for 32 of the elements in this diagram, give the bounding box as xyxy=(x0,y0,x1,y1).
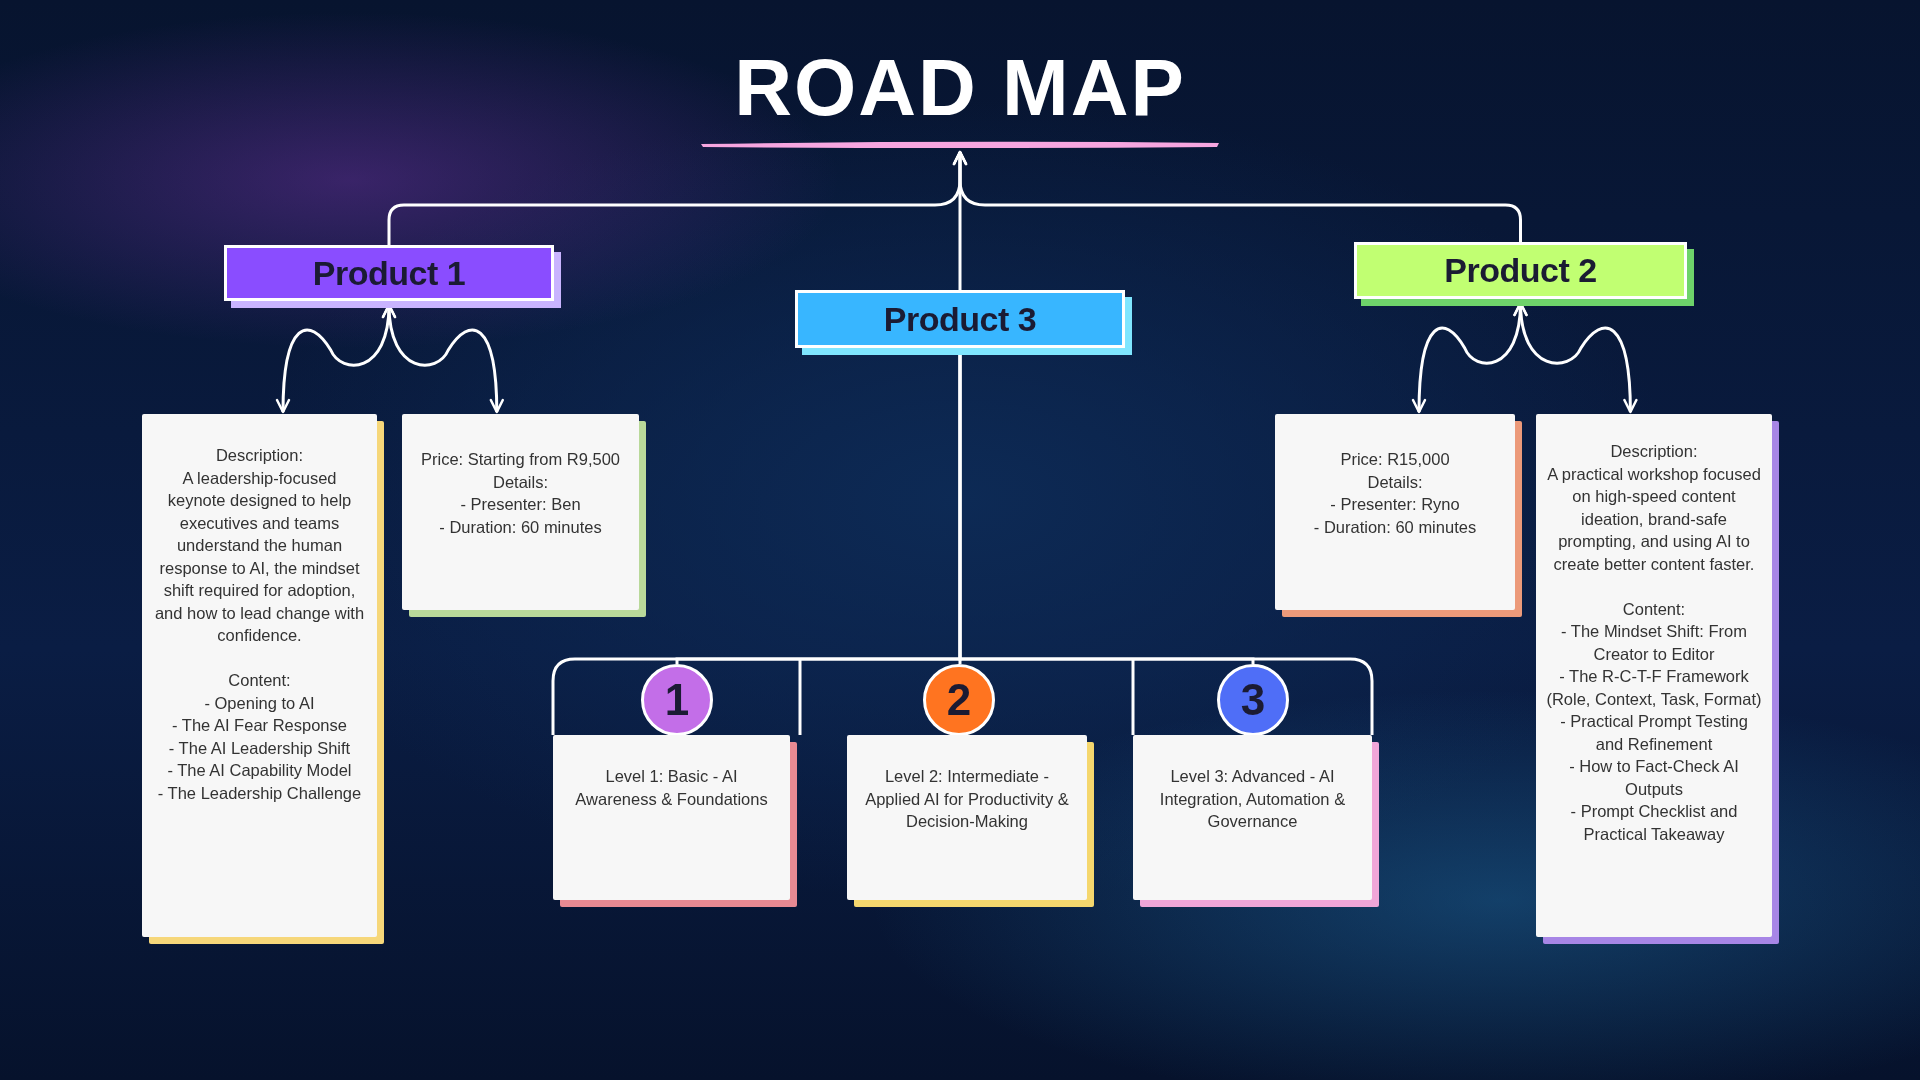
card-text: Price: Starting from R9,500 xyxy=(420,449,621,470)
card-text: Level 2: Intermediate - Applied AI for Productivity & Decision-Making xyxy=(864,766,1070,832)
card-text: - Practical Prompt Testing and Refinement xyxy=(1559,711,1749,755)
number-badge: 2 xyxy=(923,664,995,736)
title-text: ROAD MAP xyxy=(734,42,1186,134)
card-text: Details: xyxy=(492,471,549,493)
card-text: Description: xyxy=(214,445,305,466)
card-text: A practical workshop focused on high-speed content ideation, brand-safe prompting, and using AI to create better content faster. xyxy=(1546,463,1762,575)
card-text: - Presenter: Ben xyxy=(459,494,582,515)
card-text: - Duration: 60 minutes xyxy=(438,516,603,538)
card-text: Price: R15,000 xyxy=(1339,449,1451,470)
card-text: - The AI Fear Response xyxy=(171,715,348,736)
number-badge: 3 xyxy=(1217,664,1289,736)
connector-arrow xyxy=(952,150,1522,242)
card-text: A leadership-focused keynote designed to help executives and teams understand the human response to AI, the mindset shift required for adoption, and how to lead change with confidence. xyxy=(153,467,366,646)
card-text: - The AI Leadership Shift xyxy=(167,737,352,759)
card-text: - The AI Capability Model xyxy=(166,760,353,781)
card-text: Content: xyxy=(1621,598,1687,620)
card-text: - Duration: 60 minutes xyxy=(1312,516,1478,538)
card-text: Level 3: Advanced - AI Integration, Automation & Governance xyxy=(1158,766,1347,832)
card-text: Details: xyxy=(1366,471,1424,493)
card-text: - The Leadership Challenge xyxy=(156,782,363,804)
card-text: - Prompt Checklist and Practical Takeaway xyxy=(1569,801,1739,845)
card-text: - Presenter: Ryno xyxy=(1329,494,1461,515)
card-text: Content: xyxy=(227,670,292,691)
number-badge: 1 xyxy=(641,664,713,736)
card-text: - Opening to AI xyxy=(203,692,316,714)
card-text: Description: xyxy=(1609,441,1699,462)
card-text: - How to Fact-Check AI Outputs xyxy=(1568,756,1740,800)
card-text: - The Mindset Shift: From Creator to Editor xyxy=(1560,621,1748,665)
card-text: - The R-C-T-F Framework (Role, Context, Task, Format) xyxy=(1546,666,1762,710)
card-text: Level 1: Basic - AI Awareness & Foundations xyxy=(574,766,769,810)
